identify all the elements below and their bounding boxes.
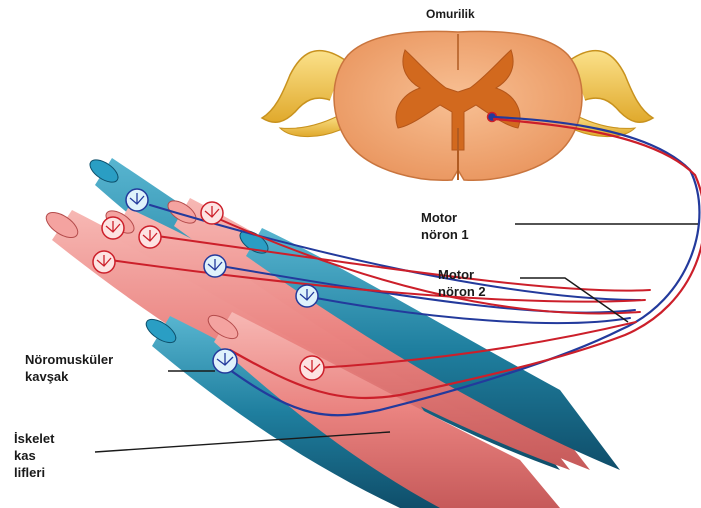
label-spinal-cord: Omurilik xyxy=(426,6,475,23)
label-neuromuscular-junction: Nöromusküler kavşak xyxy=(25,351,113,385)
junction-blue xyxy=(126,189,148,211)
junction-pink xyxy=(139,226,161,248)
nerve-root-left-lower xyxy=(280,115,340,137)
label-line: lifleri xyxy=(14,464,54,481)
label-skeletal-muscle-fibers: İskelet kas lifleri xyxy=(14,430,54,481)
junction-pink xyxy=(102,217,124,239)
nerve-root-right xyxy=(570,51,653,123)
junction-blue xyxy=(204,255,226,277)
junction-pink xyxy=(93,251,115,273)
junction-blue xyxy=(213,349,237,373)
label-line: kas xyxy=(14,447,54,464)
label-motor-neuron-2: Motor nöron 2 xyxy=(438,266,486,300)
nerve-root-left xyxy=(262,51,345,123)
label-line: Motor xyxy=(438,266,486,283)
spinal-cord xyxy=(262,31,653,180)
label-line: İskelet xyxy=(14,430,54,447)
label-line: nöron 2 xyxy=(438,283,486,300)
label-motor-neuron-1: Motor nöron 1 xyxy=(421,209,469,243)
label-line: nöron 1 xyxy=(421,226,469,243)
junction-pink xyxy=(300,356,324,380)
label-line: Nöromusküler xyxy=(25,351,113,368)
label-line: kavşak xyxy=(25,368,113,385)
junction-pink xyxy=(201,202,223,224)
label-line: Motor xyxy=(421,209,469,226)
junction-blue xyxy=(296,285,318,307)
